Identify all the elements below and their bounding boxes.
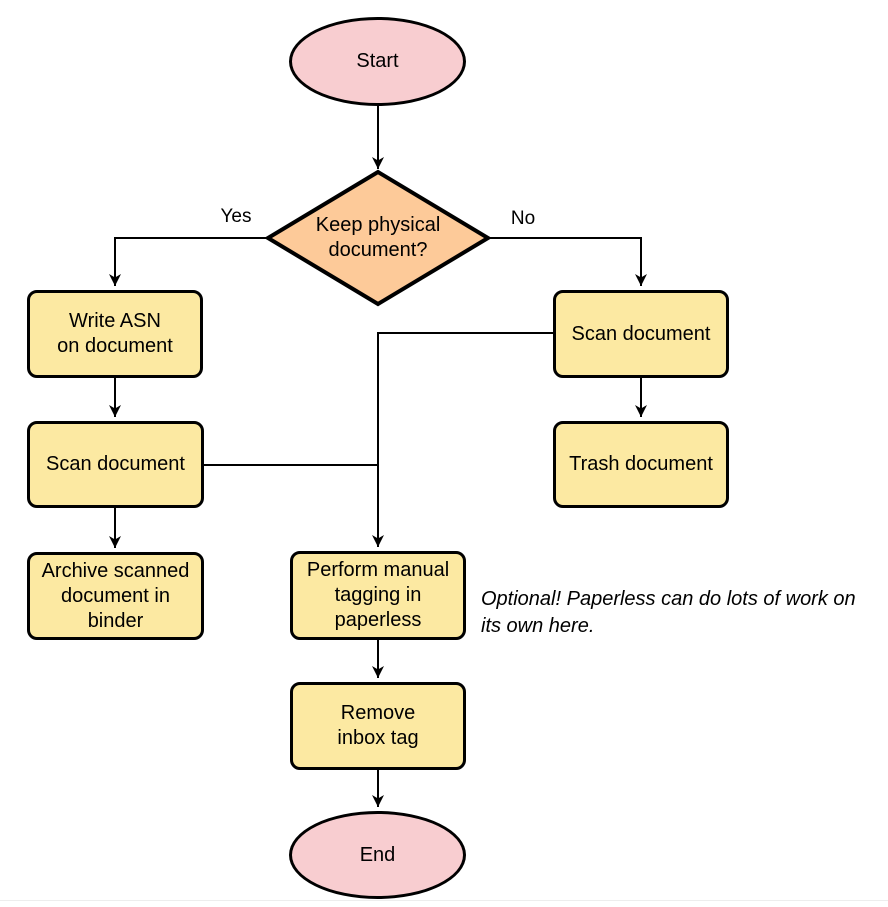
node-manual-tagging-label: Perform manual tagging in paperless (306, 559, 450, 631)
optional-note: Optional! Paperless can do lots of work … (481, 588, 856, 637)
node-decision-label: Keep physical document? (315, 214, 441, 261)
edge-decision-yes-to-write-asn (109, 237, 266, 286)
node-decision: Keep physical document? (268, 172, 488, 304)
node-remove-inbox-tag-label: Remove inbox tag (337, 702, 419, 749)
node-start-label: Start (356, 50, 399, 72)
edge-label-no: No (510, 208, 536, 229)
node-manual-tagging: Perform manual tagging in paperless (290, 551, 466, 640)
node-scan-document-left-label: Scan document (46, 453, 185, 475)
node-end: End (289, 811, 466, 899)
node-archive-binder-label: Archive scanned document in binder (41, 559, 190, 632)
edge-scan-right-to-tagging (372, 332, 553, 547)
node-remove-inbox-tag: Remove inbox tag (290, 682, 466, 770)
node-write-asn: Write ASN on document (27, 290, 203, 378)
node-scan-document-left: Scan document (27, 421, 204, 508)
node-write-asn-label: Write ASN on document (57, 310, 173, 357)
edge-label-yes: Yes (220, 206, 252, 227)
node-archive-binder: Archive scanned document in binder (27, 552, 204, 640)
node-trash-document: Trash document (553, 421, 729, 508)
node-scan-document-right-label: Scan document (571, 322, 711, 345)
node-scan-document-right: Scan document (553, 290, 729, 378)
node-end-label: End (359, 843, 396, 866)
node-trash-document-label: Trash document (569, 453, 713, 475)
bottom-divider (0, 900, 888, 901)
node-start: Start (289, 17, 466, 106)
edge-decision-no-to-scan-right (490, 237, 647, 286)
decision-diamond-shape (264, 169, 492, 307)
